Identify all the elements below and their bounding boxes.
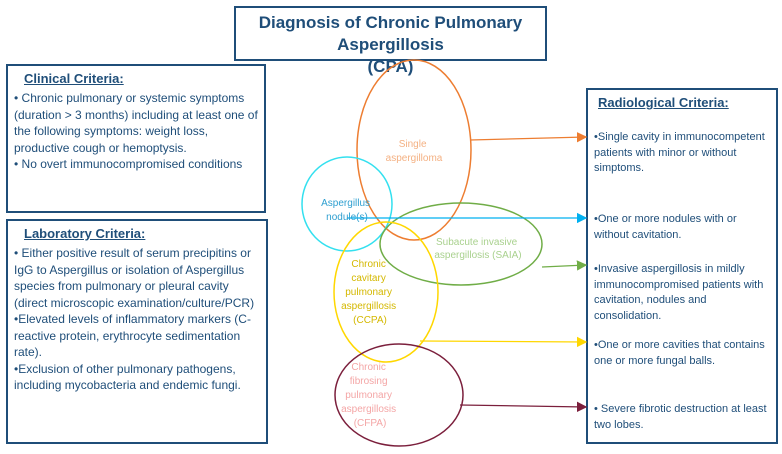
label-cfpa: Chronic fibrosing pulmonary aspergillosi…	[341, 362, 399, 429]
clinical-criteria-item: • No overt immunocompromised conditions	[14, 157, 243, 171]
laboratory-criteria-item: • Either positive result of serum precip…	[14, 246, 255, 310]
arrow-saia	[541, 260, 588, 271]
clinical-criteria-item: • Chronic pulmonary or systemic symptoms…	[14, 91, 258, 155]
arrow-ccpa	[419, 336, 588, 348]
radiological-item-fungal-balls: •One or more cavities that contains one …	[594, 339, 765, 367]
label-saia: Subacute invasive aspergillosis (SAIA)	[434, 237, 521, 261]
ellipse-saia	[379, 202, 543, 286]
ellipse-cfpa	[334, 343, 464, 447]
arrow-cfpa	[459, 401, 588, 413]
label-aspergillus-nodule: Aspergillus nodule(s)	[321, 198, 373, 223]
radiological-item-nodules: •One or more nodules with or without cav…	[594, 213, 737, 241]
clinical-criteria-heading: Clinical Criteria:	[24, 71, 124, 86]
radiological-item-single-cavity: •Single cavity in immunocompetent patien…	[594, 131, 765, 174]
laboratory-criteria-item: •Exclusion of other pulmonary pathogens,…	[14, 361, 241, 393]
diagram-title: Diagnosis of Chronic Pulmonary Aspergill…	[234, 6, 547, 76]
ellipse-aspergillus-nodule	[301, 156, 393, 252]
arrow-single-aspergilloma	[469, 132, 588, 143]
title-line-1: Diagnosis of Chronic Pulmonary Aspergill…	[258, 13, 523, 54]
laboratory-criteria-item: •Elevated levels of inflammatory markers…	[14, 312, 251, 359]
label-ccpa: Chronic cavitary pulmonary aspergillosis…	[341, 259, 399, 326]
radiological-criteria-heading: Radiological Criteria:	[598, 95, 729, 110]
ellipse-ccpa	[333, 221, 439, 363]
label-single-aspergilloma: Single aspergilloma	[386, 139, 443, 164]
clinical-criteria-box: Clinical Criteria: • Chronic pulmonary o…	[6, 64, 266, 213]
laboratory-criteria-box: Laboratory Criteria: • Either positive r…	[6, 219, 268, 444]
ellipse-single-aspergilloma	[356, 59, 472, 241]
radiological-item-invasive: •Invasive aspergillosis in mildly immuno…	[594, 263, 764, 322]
laboratory-criteria-heading: Laboratory Criteria:	[24, 226, 146, 241]
radiological-criteria-box: Radiological Criteria: •Single cavity in…	[586, 88, 778, 444]
radiological-item-fibrotic: • Severe fibrotic destruction at least t…	[594, 403, 767, 431]
